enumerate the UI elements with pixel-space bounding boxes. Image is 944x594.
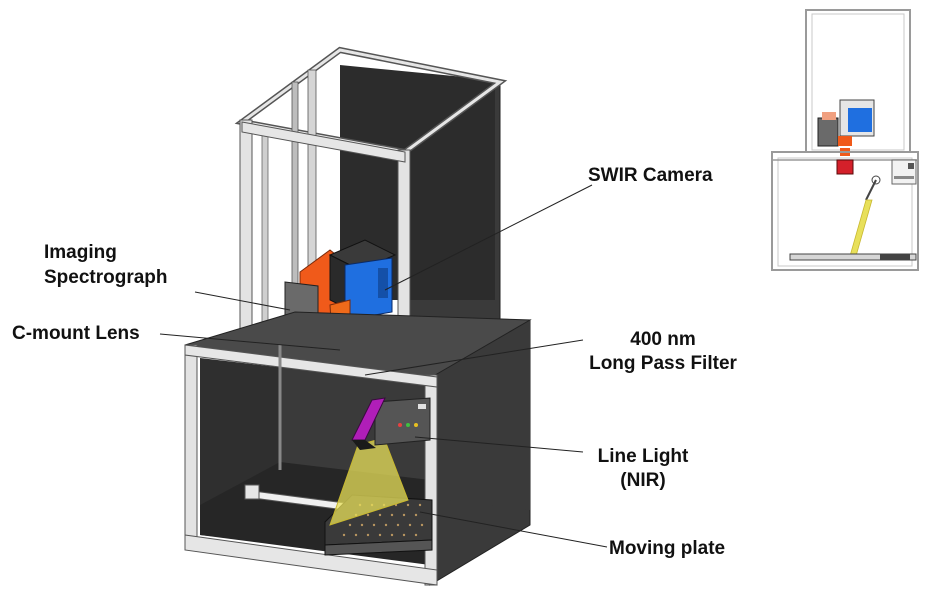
leader-lines	[159, 184, 608, 548]
leader-spectrograph	[194, 291, 291, 311]
label-filter-line2: Long Pass Filter	[589, 353, 737, 374]
label-line-light-line1: Line Light	[597, 446, 689, 467]
label-swir-camera: SWIR Camera	[588, 165, 713, 186]
label-filter-line1: 400 nm	[630, 329, 696, 350]
control-box	[374, 397, 431, 446]
label-cmount-lens: C-mount Lens	[12, 323, 140, 344]
inset-front-view	[770, 9, 920, 272]
upper-tower-back-panel	[340, 65, 495, 300]
label-imaging-spectrograph-line2: Spectrograph	[44, 267, 168, 288]
leader-filter	[364, 339, 584, 376]
leader-cmount-lens	[159, 333, 341, 351]
leader-moving-plate	[419, 511, 608, 548]
leader-line-light	[414, 436, 584, 453]
label-moving-plate: Moving plate	[609, 538, 726, 559]
leader-swir-camera	[384, 184, 593, 291]
label-imaging-spectrograph-line1: Imaging	[44, 242, 117, 263]
label-line-light-line2: (NIR)	[620, 470, 666, 491]
upper-tower-post-left	[239, 119, 253, 341]
